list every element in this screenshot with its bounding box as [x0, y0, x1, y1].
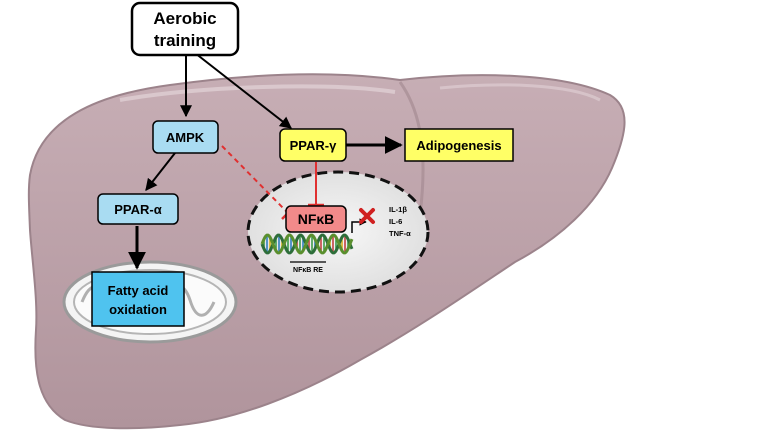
ppar-gamma-label: PPAR-γ — [290, 138, 337, 153]
edge-ampk-ppar-alpha — [145, 152, 176, 191]
edge-ampk-inhibit-nfkb — [221, 145, 289, 214]
nfkb-re-label: NFκB RE — [293, 267, 323, 274]
aerobic-label-line1: Aerobic — [153, 9, 216, 28]
cytokine-il6: IL-6 — [389, 217, 402, 226]
dna-strand-2 — [260, 233, 354, 255]
ampk-label: AMPK — [166, 130, 205, 145]
node-nfkb: NFκB — [285, 205, 347, 233]
fatty-label-line2: oxidation — [109, 302, 167, 317]
liver-highlight — [119, 84, 396, 102]
node-adipogenesis: Adipogenesis — [404, 128, 514, 162]
dna-strand-1 — [260, 233, 354, 255]
aerobic-label-line2: training — [154, 31, 216, 50]
cytokine-il1b: IL-1β — [389, 205, 407, 214]
dna-helix — [260, 233, 354, 255]
node-ampk: AMPK — [152, 120, 219, 154]
nfkb-label: NFκB — [298, 211, 335, 227]
liver-highlight-right — [439, 83, 601, 102]
node-aerobic-training: Aerobic training — [130, 1, 240, 57]
fatty-label-line1: Fatty acid — [108, 283, 169, 298]
cytokine-tnfa: TNF-α — [389, 229, 411, 238]
adipogenesis-label: Adipogenesis — [416, 138, 501, 153]
ppar-alpha-label: PPAR-α — [114, 202, 161, 217]
node-ppar-gamma: PPAR-γ — [279, 128, 347, 162]
edge-aerobic-ppargamma — [194, 52, 292, 129]
node-ppar-alpha: PPAR-α — [97, 193, 179, 225]
node-fatty-acid-oxidation: Fatty acid oxidation — [91, 271, 185, 327]
blocked-x-icon — [359, 208, 375, 224]
